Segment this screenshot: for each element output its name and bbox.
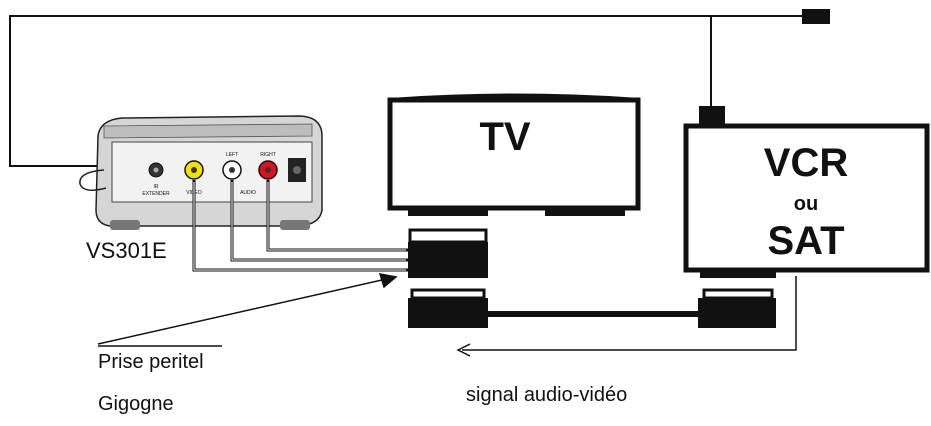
vcr-sat-device <box>683 106 930 278</box>
ir-extender-cable <box>9 15 815 167</box>
scart-gigogne <box>408 228 488 278</box>
scart-vcr-output <box>698 288 776 328</box>
scart-pointer-arrow <box>97 273 398 345</box>
tv-label: TV <box>479 115 530 159</box>
vcr-label-line2: ou <box>794 193 818 215</box>
right-jack-label: RIGHT <box>260 152 276 158</box>
vcr-label-line3: SAT <box>767 219 844 263</box>
signal-flow-arrow <box>456 276 797 357</box>
tv-device <box>387 93 641 216</box>
scart-tv-input <box>408 288 488 328</box>
left-jack-label: LEFT <box>226 152 238 158</box>
signal-label: signal audio-vidéo <box>466 384 627 406</box>
scart-label-line2: Gigogne <box>98 393 174 415</box>
vcr-label-line1: VCR <box>764 141 849 185</box>
ir-jack-label: IR <box>154 184 159 190</box>
sender-label: VS301E <box>86 238 167 263</box>
ir-emitter-icon <box>802 9 830 24</box>
ir-jack-sublabel: EXTENDER <box>142 191 170 197</box>
vs301e-sender: IR EXTENDER VIDEO LEFT AUDIO RIGHT <box>79 115 323 230</box>
scart-label-line1: Prise peritel <box>98 351 204 373</box>
audio-jack-label: AUDIO <box>240 190 256 196</box>
